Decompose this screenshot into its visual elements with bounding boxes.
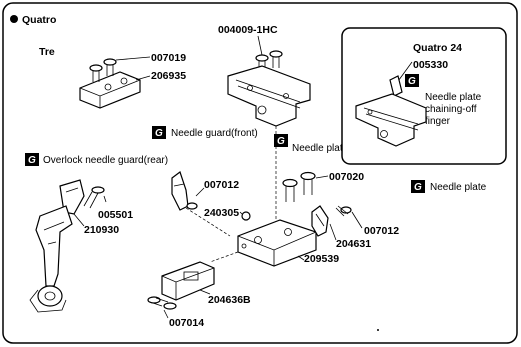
- inset-caption-line1: Needle plate: [425, 92, 482, 103]
- caption-needle-guard-front: Needle guard(front): [171, 128, 258, 139]
- leader-204636b: [199, 289, 211, 295]
- part-210930: 210930: [84, 224, 119, 236]
- header-quatro-label: Quatro: [22, 14, 56, 26]
- header-tre-label: Tre: [39, 46, 55, 58]
- part-007012-lower: 007012: [364, 225, 399, 237]
- leader-004009: [257, 35, 263, 56]
- part-204631-drawing: [311, 205, 352, 237]
- leader-007014: [163, 309, 169, 319]
- g-badge-letter-right: G: [414, 182, 422, 193]
- part-204636b: 204636B: [208, 294, 251, 306]
- part-240305: 240305: [204, 207, 239, 219]
- inset-caption-line2: chaining-off: [425, 104, 477, 115]
- needle-guard-front-drawing: [171, 171, 231, 237]
- base-block-drawing: [209, 219, 317, 267]
- part-005501: 005501: [98, 209, 133, 221]
- inset-title: Quatro 24: [413, 42, 462, 54]
- ball-240305: [241, 211, 251, 221]
- g-badge-letter-inset: G: [408, 76, 416, 87]
- outer-frame: [2, 2, 518, 344]
- leader-005501: [103, 195, 107, 203]
- leader-209539: [297, 255, 305, 261]
- inset-part-005330: 005330: [413, 59, 448, 71]
- part-004009-1hc: 004009-1HC: [218, 24, 278, 36]
- inset-caption-line3: finger: [425, 116, 451, 127]
- inset-needle-plate-drawing: [355, 61, 427, 147]
- part-204631: 204631: [336, 238, 371, 250]
- leader-007019: [115, 56, 151, 61]
- g-badge-overlock-guard: [25, 153, 39, 166]
- needle-plate-top-drawing: [227, 50, 311, 127]
- leader-007012a: [195, 187, 205, 197]
- g-badge-inset: [405, 74, 419, 87]
- caption-needle-plate-center: Needle plate: [292, 143, 349, 154]
- leader-206935: [135, 75, 151, 81]
- g-badge-letter-front: G: [155, 128, 163, 139]
- leader-210930: [73, 213, 85, 227]
- part-007014: 007014: [169, 317, 204, 329]
- g-badge-needle-guard-front: [152, 126, 166, 139]
- g-badge-letter-center: G: [277, 136, 285, 147]
- part-209539: 209539: [304, 253, 339, 265]
- caption-overlock-needle-guard: Overlock needle guard(rear): [43, 155, 168, 166]
- part-007019: 007019: [151, 52, 186, 64]
- g-badge-needle-plate-right: [411, 180, 425, 193]
- leader-007012b: [351, 211, 363, 229]
- leader-007020: [315, 175, 329, 179]
- tre-plate-drawing: [79, 58, 141, 109]
- stray-dot: [377, 329, 379, 331]
- leader-240305: [239, 211, 243, 215]
- part-007020: 007020: [329, 171, 364, 183]
- overlock-guard-drawing: [29, 179, 105, 313]
- screws-007020-drawing: [282, 171, 316, 202]
- part-007012-upper: 007012: [204, 179, 239, 191]
- bracket-204636b-drawing: [147, 261, 215, 310]
- g-badge-needle-plate-center: [274, 134, 288, 147]
- part-206935: 206935: [151, 70, 186, 82]
- bullet-icon: [10, 15, 18, 23]
- caption-needle-plate-right: Needle plate: [430, 182, 487, 193]
- g-badge-letter-overlock: G: [28, 155, 36, 166]
- leader-204631: [329, 223, 337, 241]
